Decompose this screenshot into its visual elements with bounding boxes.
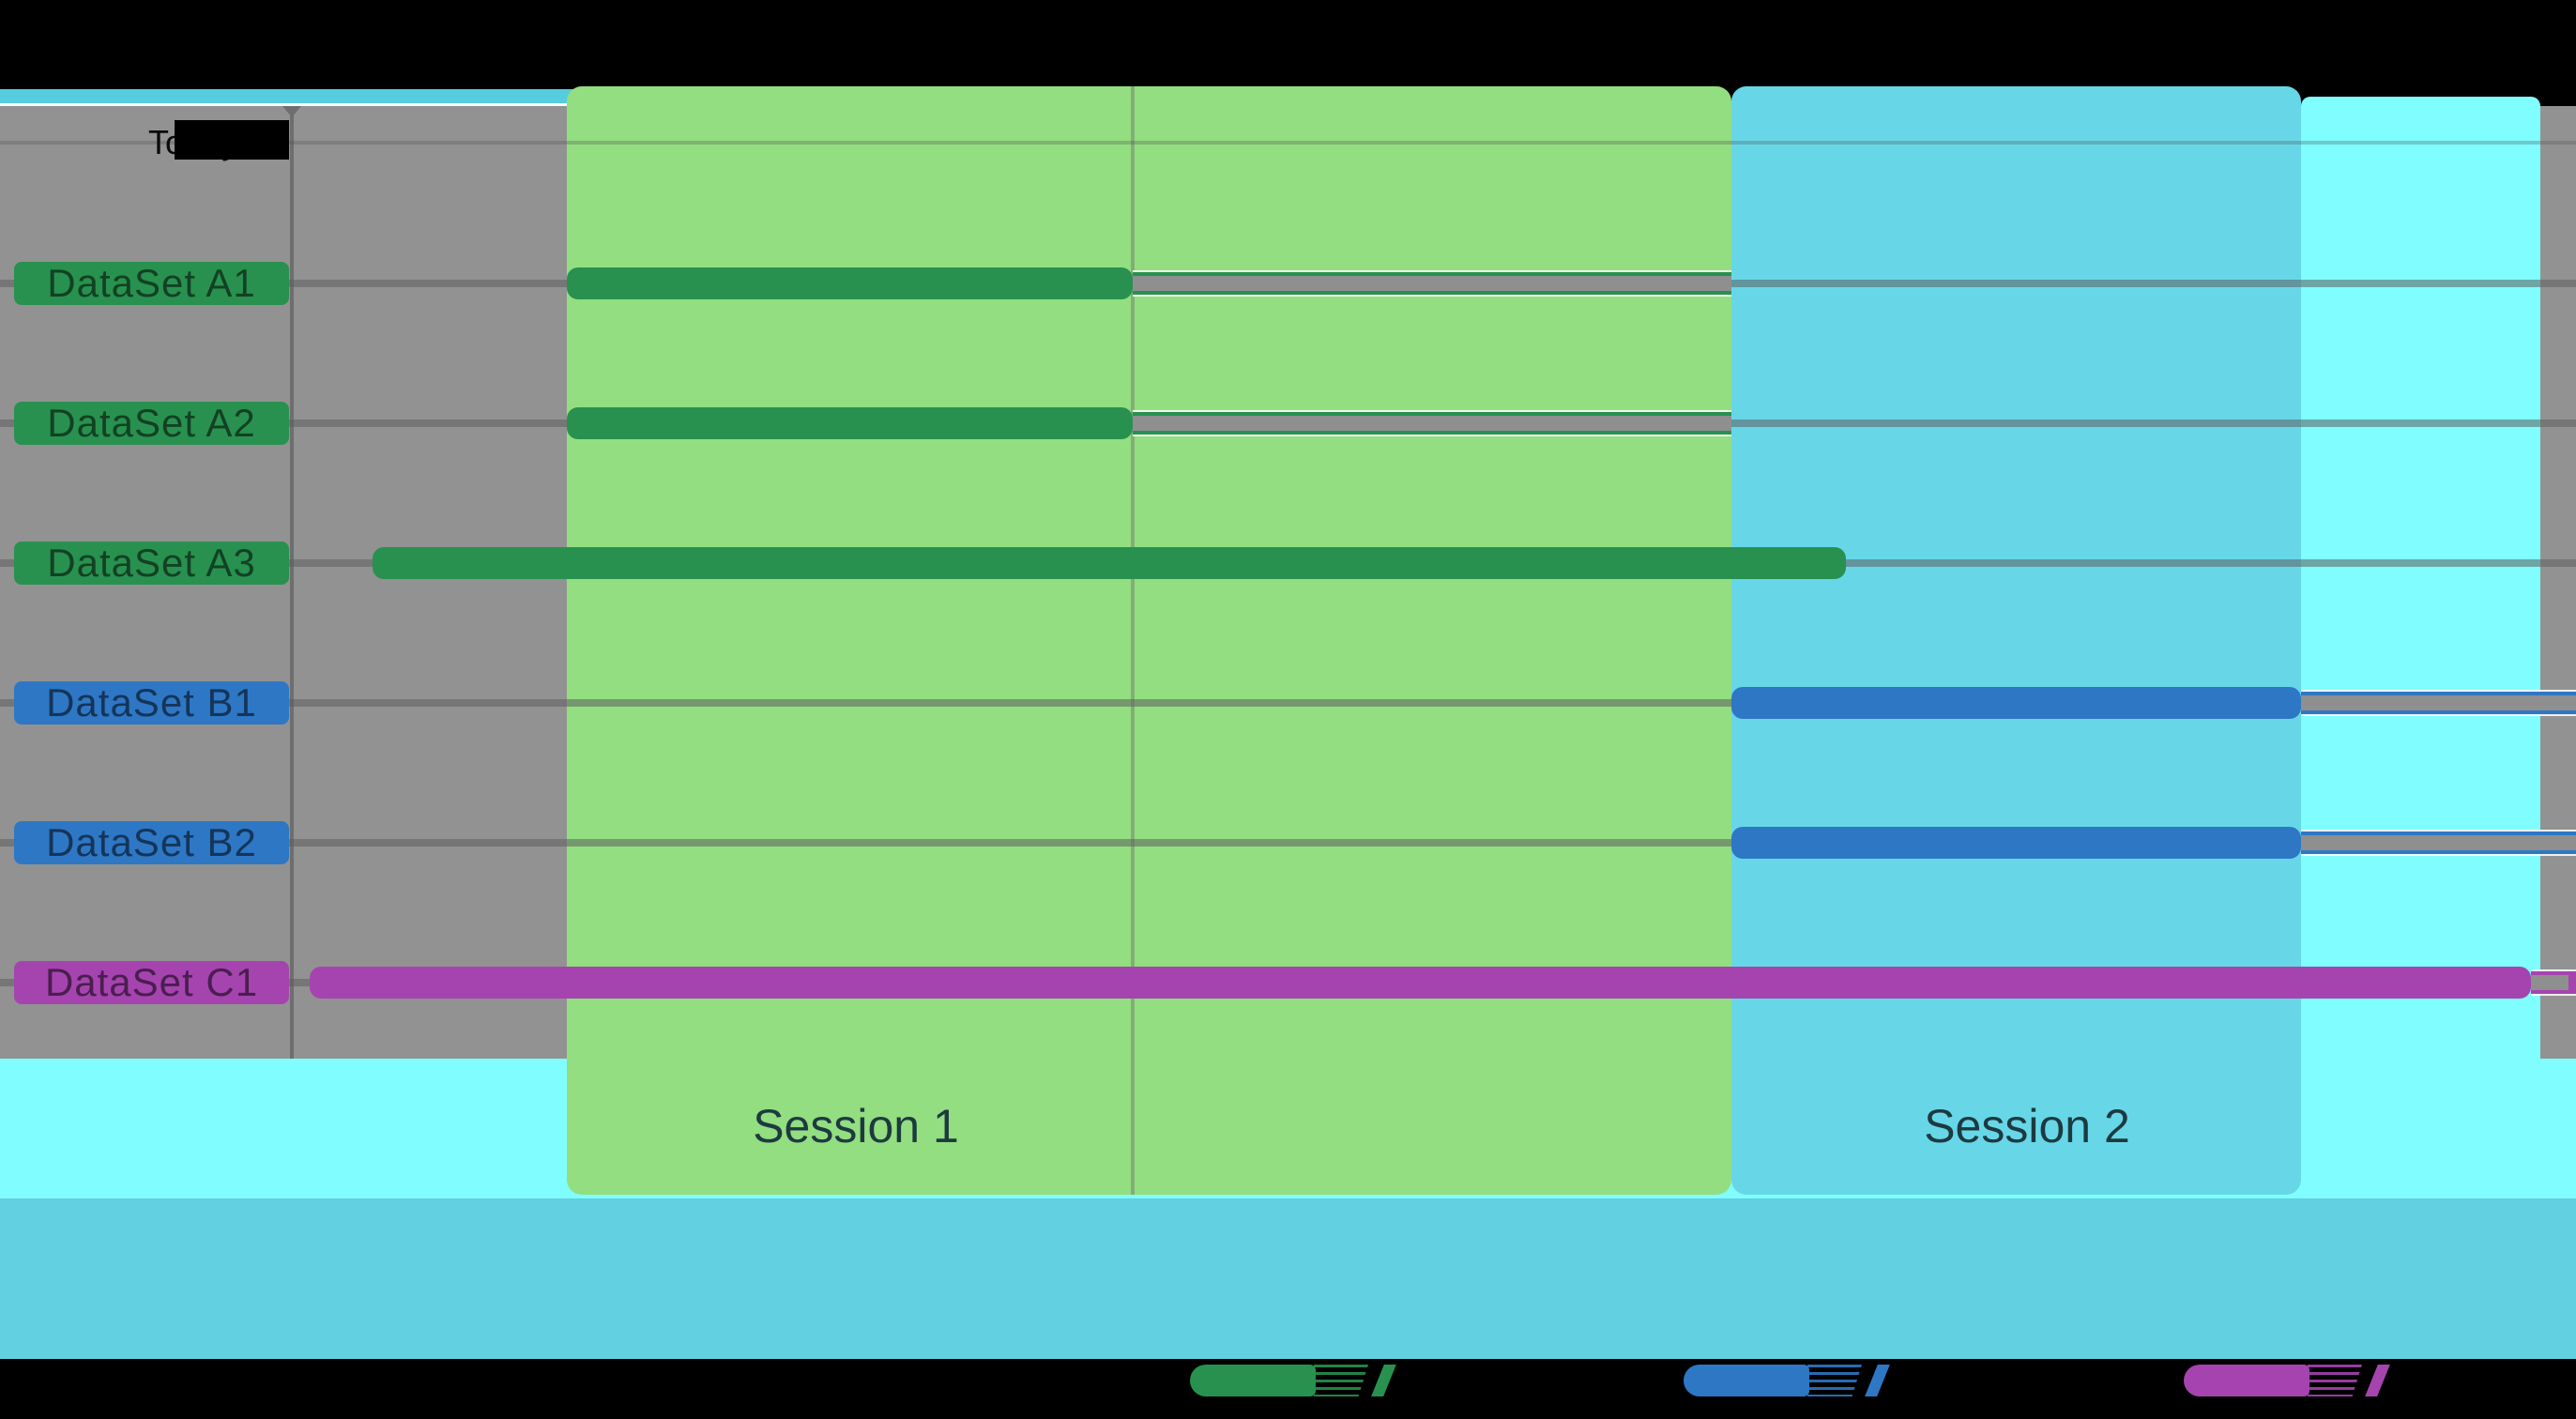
task-row-label: DataSet B1 [14,680,289,725]
row-track [0,699,2576,707]
task-bar-continuation [2301,832,2576,854]
legend-swatch-stripes [2308,1365,2362,1396]
legend-swatch [1190,1365,1316,1396]
task-bar [310,967,2531,999]
session-2-band [1731,86,2301,1195]
today-row-line [0,141,2576,145]
task-row-label: DataSet C1 [14,960,289,1004]
legend-slash-icon [1371,1365,1396,1396]
task-bar [1731,827,2301,859]
today-caret-icon [282,106,301,117]
vertical-gridline [1131,86,1135,1195]
task-row-label: DataSet B2 [14,820,289,864]
task-bar [1731,687,2301,719]
legend-swatch [2184,1365,2309,1396]
today-marker-line [290,106,294,1059]
task-row-label: DataSet A2 [14,401,289,445]
top-cyan-band [0,89,574,103]
purple-bar-edge-nub [2568,973,2576,994]
session-1-band [567,86,1731,1195]
task-bar [567,407,1133,439]
legend-item [1190,1365,1396,1396]
legend-swatch-stripes [1807,1365,1862,1396]
task-row-label: DataSet A3 [14,541,289,585]
legend-swatch [1684,1365,1809,1396]
row-track [0,839,2576,847]
session-1-label: Session 1 [753,1100,959,1152]
task-row-label: DataSet A1 [14,261,289,305]
session-2-label: Session 2 [1924,1100,2130,1152]
legend-item [2184,1365,2390,1396]
extra-section-band [2301,97,2540,1194]
legend-item [1684,1365,1890,1396]
task-bar [567,267,1133,299]
task-bar-continuation [2301,692,2576,714]
task-bar-continuation [1133,272,1731,295]
today-redaction-box [175,120,289,160]
task-bar-continuation [1133,412,1731,435]
top-white-hairline [0,103,574,106]
legend-slash-icon [1865,1365,1890,1396]
task-bar [373,547,1846,579]
bottom-cyan-strip [0,1198,2576,1359]
legend-swatch-stripes [1314,1365,1368,1396]
legend-slash-icon [2365,1365,2390,1396]
